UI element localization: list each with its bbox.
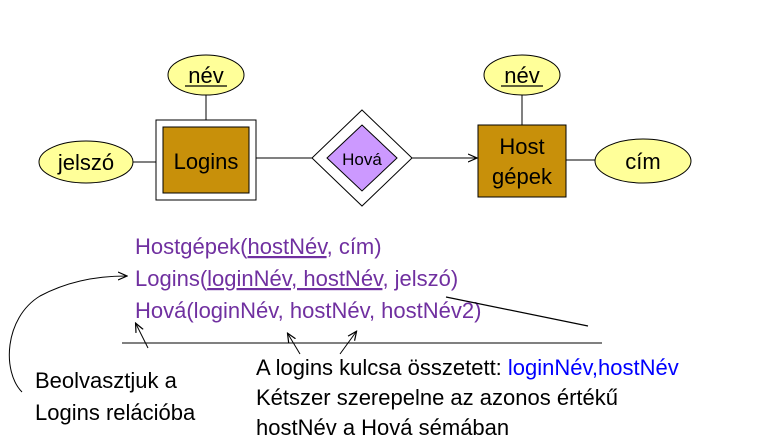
schema-hova: Hová(loginNév, hostNév, hostNév2)	[135, 298, 481, 323]
note-right-line3: hostNév a Hová sémában	[256, 415, 509, 440]
note-right-key: loginNév,hostNév	[508, 355, 679, 380]
arrow-merge-short	[136, 324, 149, 349]
strike-hova	[445, 296, 589, 327]
arrow-key-2	[339, 332, 356, 355]
attribute-jelszo: jelszó	[38, 140, 134, 184]
schema-logins: Logins(loginNév, hostNév, jelszó)	[135, 266, 458, 291]
entity-host-gepek: Host gépek	[477, 124, 567, 198]
entity-host-label-line2: gépek	[492, 164, 553, 189]
schema-hostgepek-key: hostNév	[248, 234, 329, 259]
relationship-hova-label: Hová	[342, 150, 382, 169]
note-right: A logins kulcsa összetett: loginNév,host…	[256, 355, 679, 440]
note-right-line1: A logins kulcsa összetett: loginNév,host…	[256, 355, 679, 380]
schema-list: Hostgépek(hostNév, cím) Logins(loginNév,…	[135, 234, 481, 323]
relationship-hova: Hová	[311, 109, 413, 207]
attribute-logins-nev-label: név	[188, 63, 223, 88]
attribute-host-nev-label: név	[504, 63, 539, 88]
note-left-line1: Beolvasztjuk a	[35, 368, 178, 393]
schema-hostgepek: Hostgépek(hostNév, cím)	[135, 234, 382, 259]
entity-logins-label: Logins	[174, 149, 239, 174]
arrow-merge	[8, 276, 126, 393]
attribute-host-nev: név	[483, 54, 561, 96]
arrow-key-1	[288, 334, 301, 355]
attribute-cim-label: cím	[625, 149, 660, 174]
attribute-jelszo-label: jelszó	[57, 150, 114, 175]
entity-host-label-line1: Host	[499, 134, 544, 159]
note-right-line2: Kétszer szerepelne az azonos értékű	[256, 385, 618, 410]
note-left-line2: Logins relációba	[35, 400, 196, 425]
attribute-logins-nev: név	[167, 54, 245, 96]
note-left: Beolvasztjuk a Logins relációba	[35, 368, 196, 425]
entity-logins: Logins	[155, 119, 257, 201]
schema-logins-key: loginNév, hostNév	[207, 266, 384, 291]
attribute-cim: cím	[594, 138, 692, 184]
